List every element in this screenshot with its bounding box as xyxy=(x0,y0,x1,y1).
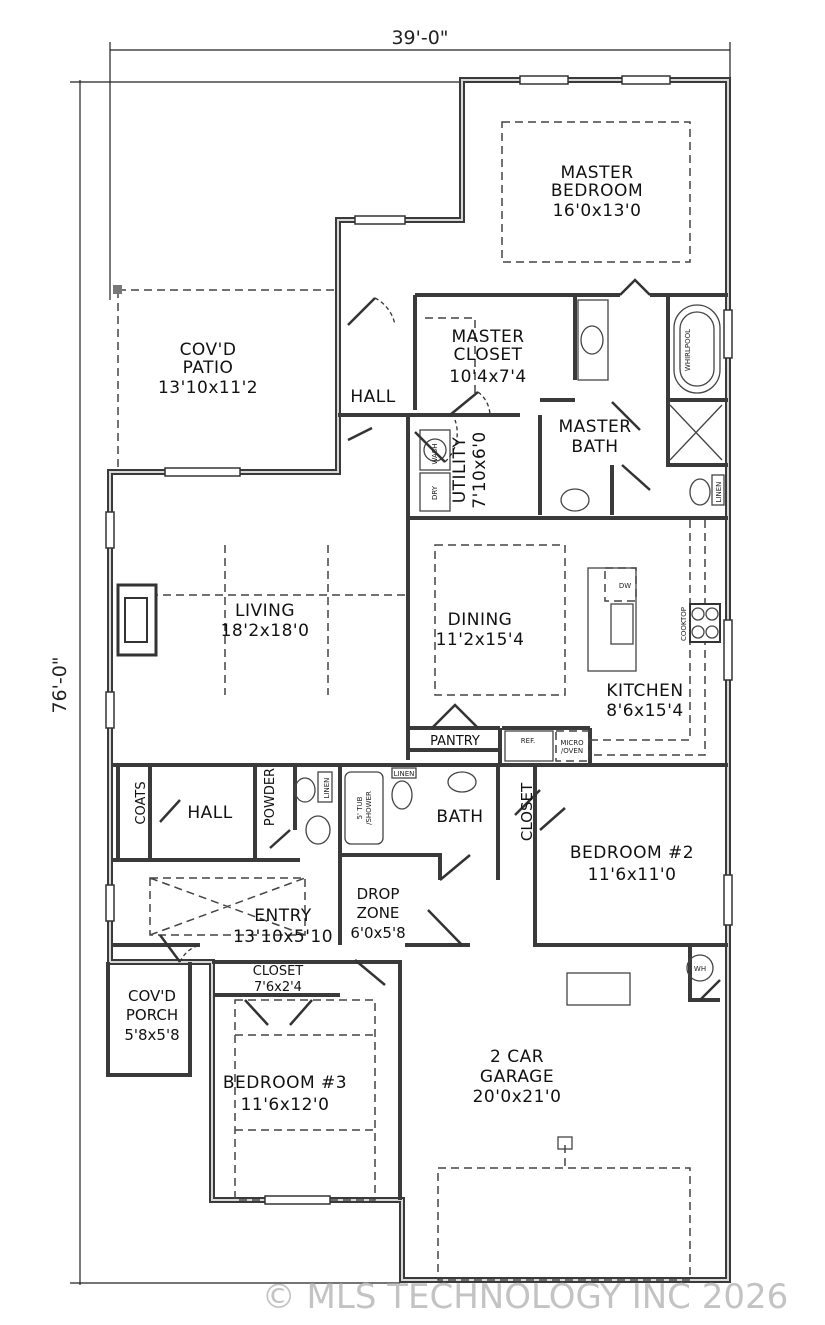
room-living: LIVING 18'2x18'0 xyxy=(221,601,310,641)
room-hall-lower: HALL xyxy=(187,803,232,823)
svg-text:10'4x7'4: 10'4x7'4 xyxy=(449,367,527,387)
svg-text:BATH: BATH xyxy=(571,437,618,457)
svg-text:20'0x21'0: 20'0x21'0 xyxy=(473,1087,562,1107)
room-master-bath: MASTER BATH xyxy=(558,417,631,457)
kitchen-island xyxy=(504,567,721,762)
room-coats: COATS xyxy=(134,781,149,824)
svg-text:BEDROOM: BEDROOM xyxy=(551,181,643,201)
svg-text:13'10x11'2: 13'10x11'2 xyxy=(158,378,258,398)
room-master-closet: MASTER CLOSET 10'4x7'4 xyxy=(449,327,527,387)
bath-fixtures xyxy=(294,299,725,982)
svg-text:7'10x6'0: 7'10x6'0 xyxy=(470,431,490,509)
svg-text:MASTER: MASTER xyxy=(558,417,631,437)
doors xyxy=(158,278,721,1026)
linen-label-master: LINEN xyxy=(715,482,723,503)
room-garage: 2 CAR GARAGE 20'0x21'0 xyxy=(473,1047,562,1107)
interior-walls xyxy=(112,293,728,1200)
cooktop-label: COOKTOP xyxy=(680,607,688,641)
svg-text:5'8x5'8: 5'8x5'8 xyxy=(124,1026,179,1044)
windows xyxy=(105,75,733,1205)
svg-text:COV'D: COV'D xyxy=(128,987,176,1005)
svg-text:COV'D: COV'D xyxy=(180,340,237,360)
svg-text:BEDROOM #2: BEDROOM #2 xyxy=(570,843,694,863)
room-entry: ENTRY 13'10x5'10 xyxy=(233,906,333,947)
oven-label: /OVEN xyxy=(561,747,583,755)
room-closet-bedroom3: CLOSET 7'6x2'4 xyxy=(253,964,304,995)
svg-text:DINING: DINING xyxy=(448,610,513,630)
room-closet-bedroom2: CLOSET xyxy=(518,782,536,841)
svg-text:11'2x15'4: 11'2x15'4 xyxy=(436,630,525,650)
dry-label: DRY xyxy=(431,485,439,500)
svg-text:PORCH: PORCH xyxy=(126,1006,178,1024)
room-dining: DINING 11'2x15'4 xyxy=(436,610,525,650)
svg-text:UTILITY: UTILITY xyxy=(450,437,470,504)
dw-label: DW xyxy=(619,582,631,590)
svg-text:LIVING: LIVING xyxy=(235,601,295,621)
svg-text:18'2x18'0: 18'2x18'0 xyxy=(221,621,310,641)
room-hall-upper: HALL xyxy=(350,387,395,407)
svg-text:16'0x13'0: 16'0x13'0 xyxy=(553,201,642,221)
watermark: © MLS TECHNOLOGY INC 2026 xyxy=(262,1277,789,1317)
fireplace-icon xyxy=(116,583,158,657)
ceiling-outlines xyxy=(149,121,706,1281)
svg-text:KITCHEN: KITCHEN xyxy=(606,681,683,701)
svg-text:ZONE: ZONE xyxy=(357,904,400,922)
svg-text:GARAGE: GARAGE xyxy=(480,1067,554,1087)
svg-text:13'10x5'10: 13'10x5'10 xyxy=(233,927,333,947)
svg-text:CLOSET: CLOSET xyxy=(253,964,304,979)
room-bedroom-2: BEDROOM #2 11'6x11'0 xyxy=(570,843,694,885)
whirlpool-label: WHIRLPOOL xyxy=(684,329,692,371)
svg-text:DROP: DROP xyxy=(357,885,400,903)
svg-text:BEDROOM #3: BEDROOM #3 xyxy=(223,1073,347,1093)
svg-text:6'0x5'8: 6'0x5'8 xyxy=(350,924,405,942)
svg-text:8'6x15'4: 8'6x15'4 xyxy=(606,701,684,721)
room-covd-patio: COV'D PATIO 13'10x11'2 xyxy=(158,340,258,398)
svg-text:11'6x12'0: 11'6x12'0 xyxy=(241,1095,330,1115)
room-pantry: PANTRY xyxy=(430,734,480,749)
wh-label: WH xyxy=(694,965,706,973)
room-master-bedroom: MASTER BEDROOM 16'0x13'0 xyxy=(551,163,643,221)
width-dimension: 39'-0" xyxy=(391,27,448,49)
linen-label-bath: LINEN xyxy=(394,770,415,778)
room-kitchen: KITCHEN 8'6x15'4 xyxy=(606,681,684,721)
exterior-walls xyxy=(106,77,731,1283)
depth-dimension: 76'-0" xyxy=(49,656,71,713)
svg-text:ENTRY: ENTRY xyxy=(254,906,312,926)
svg-text:7'6x2'4: 7'6x2'4 xyxy=(254,980,302,995)
room-bath: BATH xyxy=(436,807,483,827)
ref-label: REF. xyxy=(521,737,535,745)
room-covd-porch: COV'D PORCH 5'8x5'8 xyxy=(124,987,179,1044)
micro-label: MICRO xyxy=(560,739,584,747)
tub-label: 5' TUB xyxy=(356,796,364,819)
svg-text:CLOSET: CLOSET xyxy=(453,345,522,365)
svg-text:PATIO: PATIO xyxy=(183,358,234,378)
wash-label: WASH xyxy=(431,443,439,464)
svg-text:11'6x11'0: 11'6x11'0 xyxy=(588,865,677,885)
room-drop-zone: DROP ZONE 6'0x5'8 xyxy=(350,885,405,942)
room-utility: UTILITY 7'10x6'0 xyxy=(450,431,490,509)
room-bedroom-3: BEDROOM #3 11'6x12'0 xyxy=(223,1073,347,1115)
dimension-lines xyxy=(70,42,731,1285)
linen-label-powder: LINEN xyxy=(323,778,331,799)
svg-text:2 CAR: 2 CAR xyxy=(490,1047,544,1067)
svg-text:MASTER: MASTER xyxy=(560,163,633,183)
room-powder: POWDER xyxy=(263,768,278,826)
shower-label: /SHOWER xyxy=(365,791,373,825)
svg-text:MASTER: MASTER xyxy=(451,327,524,347)
